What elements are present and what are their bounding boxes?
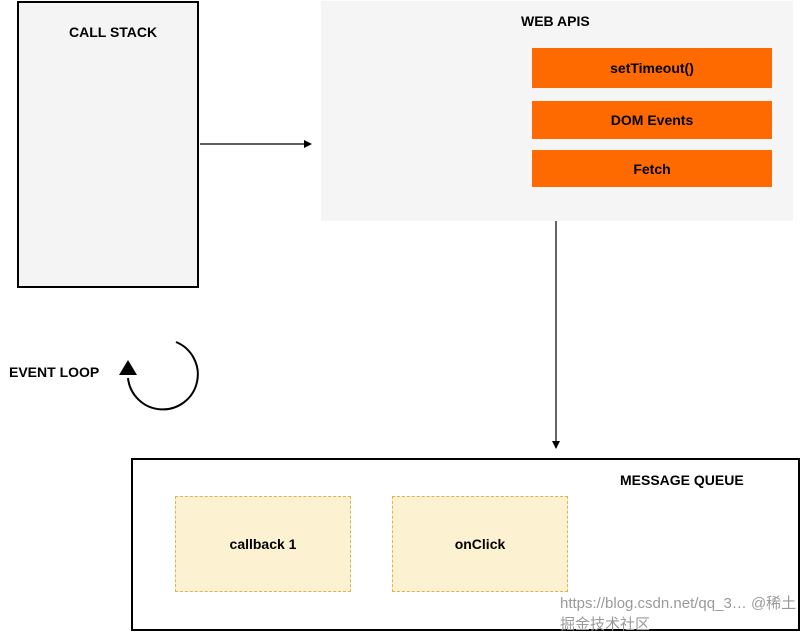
web-api-settimeout: setTimeout() bbox=[532, 48, 772, 88]
web-apis-title: WEB APIS bbox=[521, 13, 590, 29]
web-api-fetch: Fetch bbox=[532, 150, 772, 187]
web-api-dom-events: DOM Events bbox=[532, 101, 772, 139]
queue-item-onclick: onClick bbox=[392, 496, 568, 592]
event-loop-arrowhead-icon bbox=[119, 360, 137, 375]
event-loop-arrow-icon bbox=[127, 341, 199, 411]
event-loop-label: EVENT LOOP bbox=[9, 364, 100, 380]
queue-item-callback-1: callback 1 bbox=[175, 496, 351, 592]
call-stack-box: CALL STACK bbox=[17, 1, 199, 288]
message-queue-title: MESSAGE QUEUE bbox=[620, 472, 744, 488]
call-stack-title: CALL STACK bbox=[69, 24, 158, 40]
watermark: https://blog.csdn.net/qq_3… @稀土掘金技术社区 bbox=[560, 595, 797, 633]
